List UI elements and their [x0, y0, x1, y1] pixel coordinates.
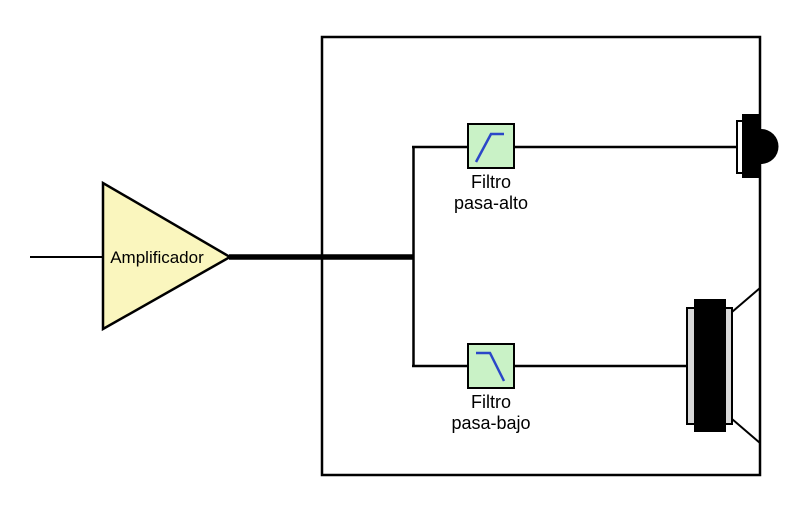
woofer-cone-bottom: [731, 418, 761, 444]
high-pass-label-line1: Filtro: [471, 172, 511, 192]
low-pass-curve-icon: [476, 351, 506, 382]
tweeter-dome: [761, 129, 779, 164]
tweeter-magnet: [742, 114, 761, 178]
high-pass-label-line2: pasa-alto: [454, 193, 528, 213]
amplifier-triangle: [101, 180, 233, 332]
woofer-cone-top: [731, 287, 761, 313]
low-pass-label-line1: Filtro: [471, 392, 511, 412]
high-pass-curve-icon: [474, 132, 504, 163]
woofer-magnet: [694, 299, 726, 432]
amplifier-label: Amplificador: [110, 248, 204, 267]
low-pass-label-line2: pasa-bajo: [451, 413, 530, 433]
low-pass-filter-box: [467, 343, 515, 389]
high-pass-filter-box: [467, 123, 515, 169]
